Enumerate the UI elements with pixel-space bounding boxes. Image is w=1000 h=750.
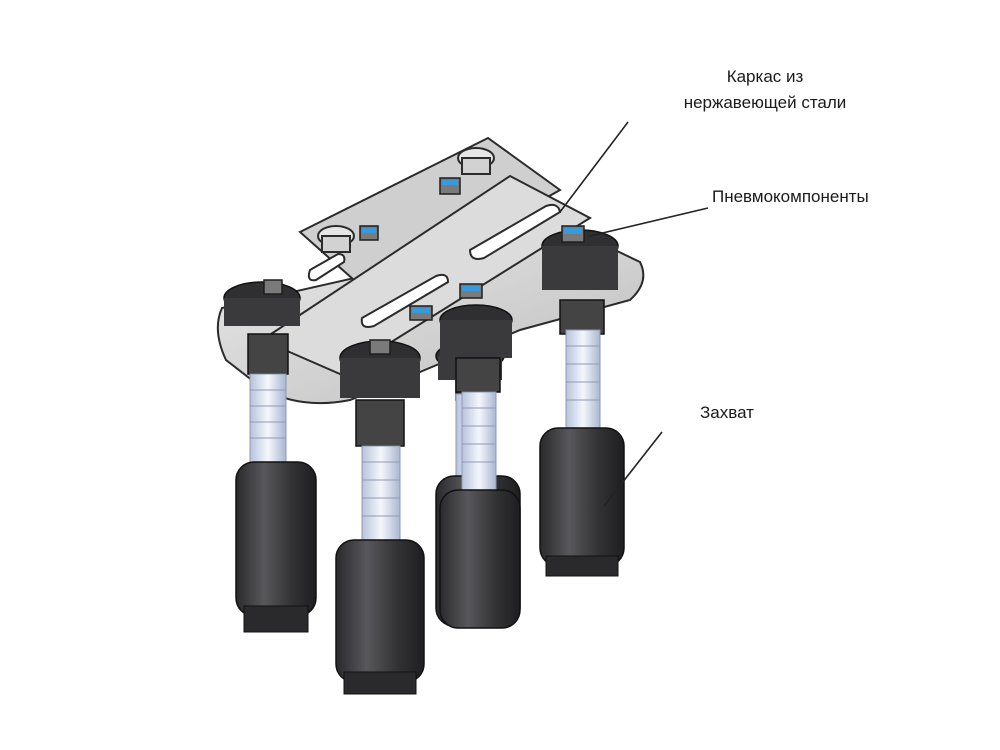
frame-side-plate-back <box>298 136 562 298</box>
gripper-label: Захват <box>700 403 754 422</box>
pneumatic-fitting-icon <box>359 225 379 241</box>
vacuum-gripper-icon <box>223 279 317 633</box>
pneumatic-fitting-icon <box>263 279 283 295</box>
leader-line-frame <box>559 121 629 213</box>
vacuum-gripper-icon <box>539 225 625 577</box>
leader-line-gripper <box>603 431 663 507</box>
frame-label-line2: нержавеющей стали <box>683 93 847 112</box>
frame-slot <box>307 252 346 282</box>
pneumatic-fitting-icon <box>409 305 433 321</box>
pneumatic-fitting-icon <box>369 339 391 355</box>
thumb-screw-icon <box>457 147 495 175</box>
thumb-screw-icon <box>317 225 355 253</box>
vacuum-gripper-icon <box>335 339 425 695</box>
leader-line-pneumatics <box>589 207 709 237</box>
frame-slot <box>360 273 450 328</box>
spring-coils <box>250 345 600 517</box>
frame-label-line1: Каркас из <box>726 67 804 86</box>
pneumatic-fitting-icon <box>561 225 585 243</box>
vacuum-gripper-icon <box>409 283 521 629</box>
pneumatics-label: Пневмокомпоненты <box>712 187 869 206</box>
frame-side-plate-front <box>259 174 593 376</box>
pneumatic-fitting-icon <box>459 283 483 299</box>
frame-label: Каркас из нержавеющей стали <box>655 64 875 116</box>
pneumatic-fitting-icon <box>439 177 461 195</box>
